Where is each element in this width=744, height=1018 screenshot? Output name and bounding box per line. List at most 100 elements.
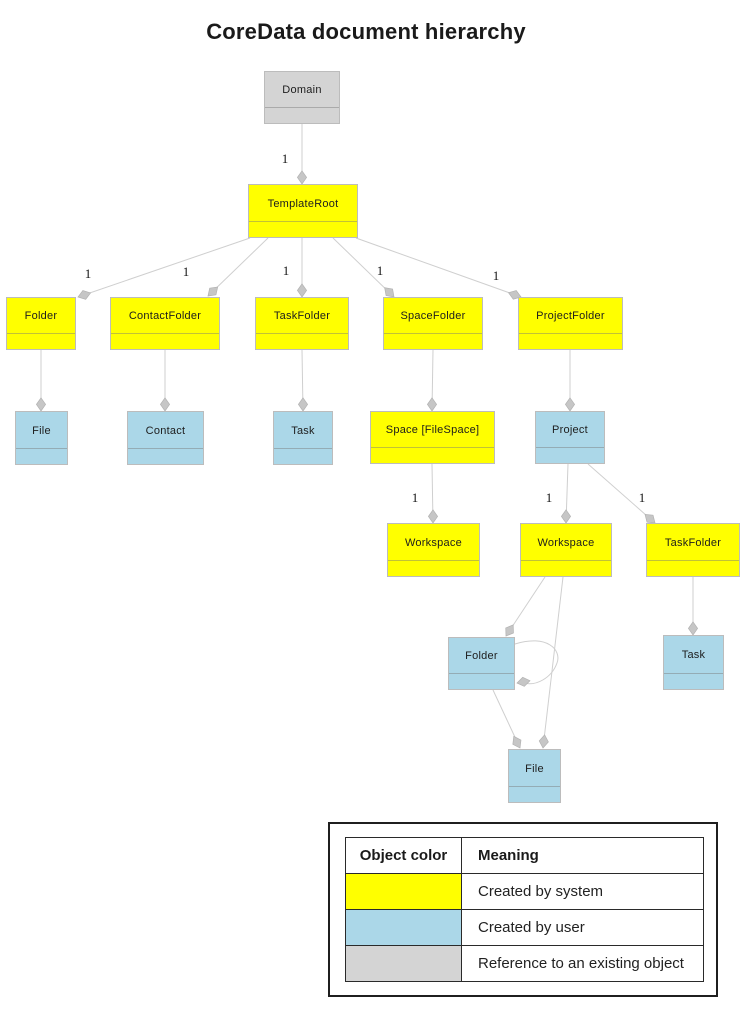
multiplicity-label: 1 [84, 266, 92, 281]
multiplicity-label: 1 [282, 263, 290, 278]
legend-row-system: Created by system [345, 873, 704, 910]
node-folder: Folder [6, 297, 76, 350]
compartment-divider [16, 448, 67, 449]
node-project: Project [535, 411, 605, 464]
diamond [515, 675, 532, 688]
node-file-bottom: File [508, 749, 561, 803]
legend-swatch-user [345, 909, 462, 946]
diamond [76, 288, 93, 302]
diamond [538, 733, 550, 749]
node-task-folder: TaskFolder [255, 297, 349, 350]
node-project-folder: ProjectFolder [518, 297, 623, 350]
node-label: TaskFolder [273, 310, 331, 322]
node-label: File [525, 762, 544, 775]
compartment-divider [249, 221, 357, 222]
compartment-divider [256, 333, 348, 334]
node-label: Workspace [404, 536, 463, 549]
legend-meaning-system: Created by system [461, 873, 704, 910]
edge [332, 237, 395, 298]
node-label: TaskFolder [664, 536, 722, 549]
edge-self-loop [514, 640, 559, 685]
edge [542, 576, 564, 749]
node-file: File [15, 411, 68, 465]
node-label: Contact [145, 424, 186, 437]
diamond [160, 397, 170, 412]
multiplicity-label: 1 [182, 264, 190, 279]
diamond [427, 397, 437, 412]
compartment-divider [509, 786, 560, 787]
compartment-divider [521, 560, 611, 561]
node-task-folder-project: TaskFolder [646, 523, 740, 577]
diamond [509, 733, 525, 751]
node-label: Task [291, 424, 315, 437]
node-domain: Domain [264, 71, 340, 124]
diamond [561, 509, 571, 524]
node-contact: Contact [127, 411, 204, 465]
node-label: Workspace [537, 536, 595, 549]
diamond [297, 170, 307, 185]
edge [587, 463, 656, 524]
node-label: Project [552, 424, 588, 436]
node-task-project: Task [663, 635, 724, 690]
diamond [298, 397, 308, 412]
diamond [565, 397, 575, 412]
node-label: SpaceFolder [400, 310, 466, 322]
node-task: Task [273, 411, 333, 465]
legend: Object color Meaning Created by system C… [328, 822, 718, 997]
compartment-divider [274, 448, 332, 449]
legend-meaning-reference: Reference to an existing object [461, 945, 704, 982]
diamond [428, 509, 438, 524]
node-label: ContactFolder [128, 310, 202, 322]
compartment-divider [449, 673, 514, 674]
diamond [297, 283, 307, 298]
node-label: File [32, 424, 51, 437]
legend-meaning-user: Created by user [461, 909, 704, 946]
legend-row-user: Created by user [345, 909, 704, 946]
node-workspace-space: Workspace [387, 523, 480, 577]
node-space-filespace: Space [FileSpace] [370, 411, 495, 464]
node-label: ProjectFolder [536, 310, 605, 322]
compartment-divider [265, 107, 339, 108]
node-workspace-project: Workspace [520, 523, 612, 577]
multiplicity-label: 1 [545, 490, 553, 505]
node-label: Task [681, 649, 706, 661]
legend-row-reference: Reference to an existing object [345, 945, 704, 982]
compartment-divider [519, 333, 622, 334]
compartment-divider [128, 448, 203, 449]
compartment-divider [536, 447, 604, 448]
node-label: Space [FileSpace] [385, 424, 480, 436]
node-label: Folder [24, 310, 58, 322]
diagram-title: CoreData document hierarchy [206, 19, 526, 44]
compartment-divider [371, 447, 494, 448]
compartment-divider [111, 333, 219, 334]
diamond [36, 397, 46, 412]
multiplicity-label: 1 [492, 268, 500, 283]
compartment-divider [647, 560, 739, 561]
legend-header-object-color: Object color [345, 837, 462, 874]
legend-header-row: Object color Meaning [345, 837, 704, 874]
diamond [688, 621, 698, 636]
compartment-divider [7, 333, 75, 334]
multiplicity-label: 1 [281, 151, 289, 166]
node-label: Folder [465, 650, 498, 662]
multiplicity-label: 1 [376, 263, 384, 278]
node-template-root: TemplateRoot [248, 184, 358, 238]
edge [77, 237, 251, 298]
legend-swatch-reference [345, 945, 462, 982]
node-label: TemplateRoot [267, 197, 339, 210]
compartment-divider [384, 333, 482, 334]
edge [207, 237, 269, 297]
compartment-divider [664, 673, 723, 674]
node-space-folder: SpaceFolder [383, 297, 483, 350]
multiplicity-label: 1 [638, 490, 646, 505]
legend-table: Object color Meaning Created by system C… [345, 837, 704, 982]
node-folder-workspace: Folder [448, 637, 515, 690]
compartment-divider [388, 560, 479, 561]
legend-swatch-system [345, 873, 462, 910]
node-contact-folder: ContactFolder [110, 297, 220, 350]
legend-header-meaning: Meaning [461, 837, 704, 874]
node-label: Domain [282, 84, 322, 96]
edge [355, 237, 522, 298]
